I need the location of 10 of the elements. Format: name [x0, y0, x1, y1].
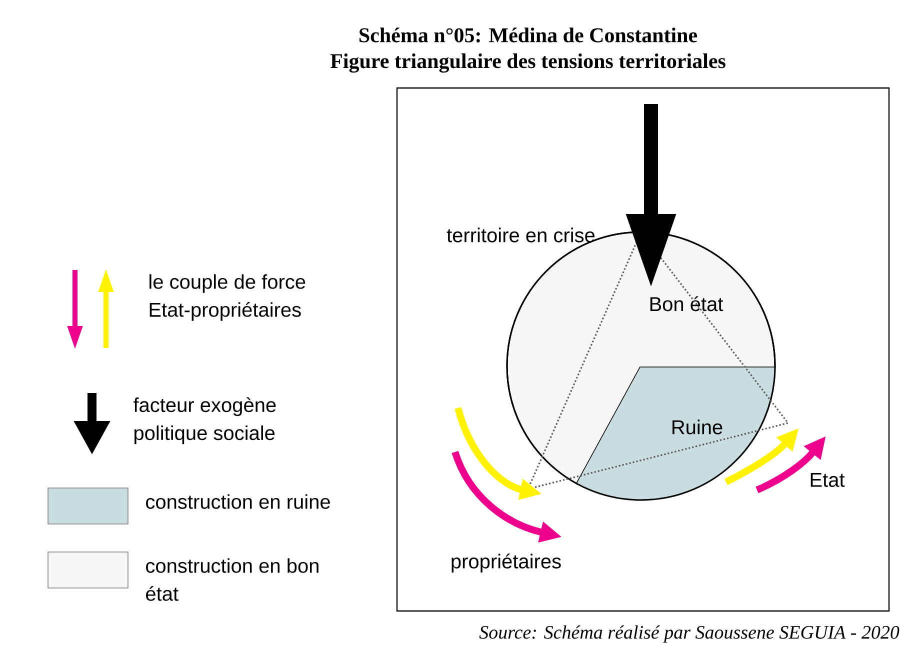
legend-text: le couple de force Etat-propriétaires — [150, 274, 306, 321]
subtitle: Figure triangulaire des tensions territoriales — [330, 53, 726, 73]
legend-text: construction en bon état — [146, 558, 318, 601]
source-caption: Source: Schéma réalisé par Saoussene SEGUIA - 2020 — [479, 625, 900, 643]
legend-text: construction en ruine — [146, 494, 330, 509]
frame-box — [396, 87, 890, 612]
title: Schéma n°05: Médina de Constantine — [360, 28, 698, 42]
legend-text: facteur exogène politique sociale — [133, 397, 276, 444]
actor-label: propriétaires — [452, 554, 561, 572]
actor-label: Etat — [810, 473, 845, 487]
